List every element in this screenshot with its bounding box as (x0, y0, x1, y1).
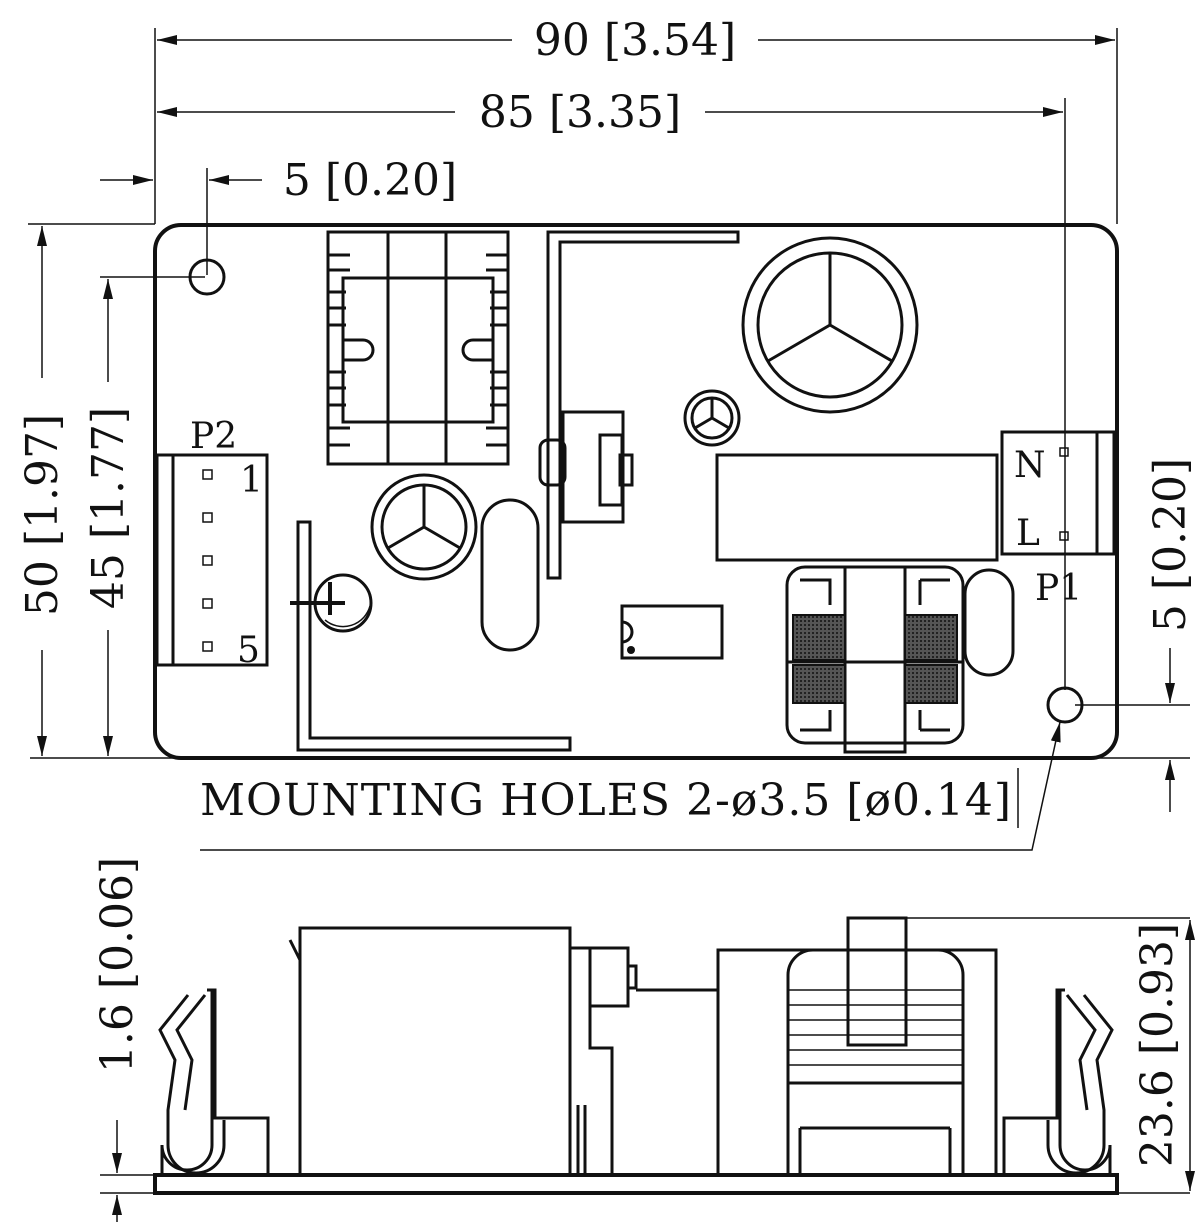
dim-overall-depth-text: 23.6 [0.93] (1132, 923, 1183, 1167)
p1-pin-n-label: N (1014, 445, 1046, 486)
mounting-clip-left (158, 988, 270, 1177)
side-view: 23.6 [0.93] 1.6 [0.06] (92, 857, 1195, 1222)
small-capacitor-center (683, 389, 741, 447)
dim-overall-width-text: 90 [3.54] (534, 15, 736, 66)
oval-component-left (480, 498, 540, 652)
connector-p1: N L P1 (1000, 430, 1116, 609)
mounting-hole-top-left (188, 258, 226, 296)
dim-pcb-thickness-text: 1.6 [0.06] (92, 857, 143, 1073)
bulk-capacitor (741, 236, 919, 414)
dim-hole-offset-right-text: 5 [0.20] (1145, 458, 1196, 632)
dim-overall-depth: 23.6 [0.93] (1132, 920, 1195, 1191)
dim-overall-height: 50 [1.97] (17, 226, 68, 756)
dim-overall-width: 90 [3.54] (157, 15, 1115, 66)
p2-pin-last-label: 5 (237, 630, 260, 671)
dim-hole-spacing-height-text: 45 [1.77] (83, 407, 134, 609)
mounting-holes-note-text: MOUNTING HOLES 2-ø3.5 [ø0.14] (200, 775, 1012, 826)
electrolytic-capacitor-left (370, 473, 478, 581)
common-mode-choke (785, 565, 965, 754)
ic-chip (620, 604, 724, 660)
dim-hole-offset-left-text: 5 [0.20] (283, 155, 457, 206)
dim-overall-height-text: 50 [1.97] (17, 414, 68, 616)
side-capacitor (298, 926, 572, 1177)
dim-hole-spacing-width: 85 [3.35] (157, 87, 1063, 138)
dim-hole-spacing-height: 45 [1.77] (83, 279, 134, 756)
dim-pcb-thickness: 1.6 [0.06] (92, 857, 143, 1222)
mosfet (538, 410, 634, 524)
p1-pin-l-label: L (1016, 513, 1040, 554)
side-mosfet (568, 928, 638, 1175)
transformer (326, 230, 510, 466)
top-view: 90 [3.54] 85 [3.35] 5 [0.20] 50 [1.97] 4… (17, 15, 1196, 851)
mounting-holes-note: MOUNTING HOLES 2-ø3.5 [ø0.14] (200, 721, 1061, 851)
p2-pin-first-label: 1 (240, 460, 263, 501)
pcb-outline (153, 223, 1119, 760)
mounting-clip-right (1002, 988, 1114, 1177)
oval-component-right (963, 568, 1015, 677)
mounting-hole-bottom-right (1046, 686, 1084, 724)
p1-label: P1 (1035, 568, 1082, 609)
thermistor (290, 573, 373, 633)
dim-hole-offset-right: 5 [0.20] (1145, 458, 1196, 812)
heatsink-lower (296, 520, 572, 752)
heatsink-upper (546, 230, 740, 580)
x-capacitor (715, 453, 999, 562)
dim-hole-offset-left: 5 [0.20] (100, 155, 457, 206)
connector-p2: P2 1 5 (155, 416, 269, 671)
dim-hole-spacing-width-text: 85 [3.35] (479, 87, 681, 138)
side-pcb (153, 1173, 1119, 1195)
side-choke (716, 916, 998, 1177)
p2-label: P2 (190, 416, 237, 457)
